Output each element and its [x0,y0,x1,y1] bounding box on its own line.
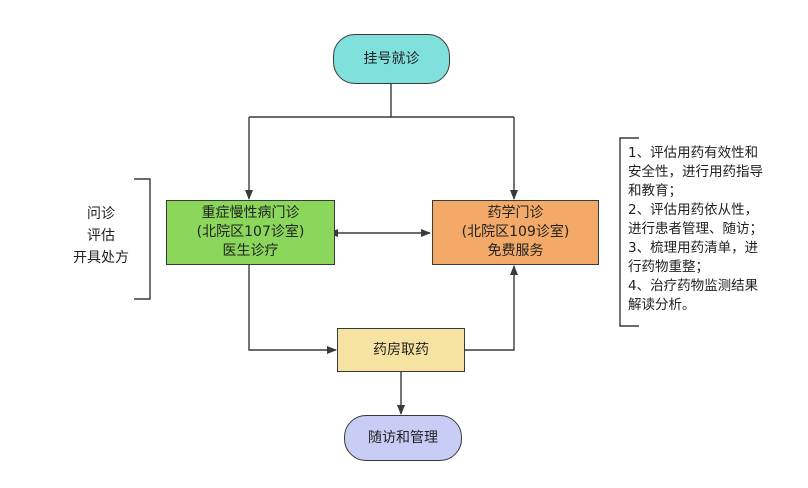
dispensary-label: 药房取药 [373,341,429,358]
service-line: 3、梳理用药清单，进 [628,240,759,256]
doctor-task-item: 问诊 [87,206,115,222]
doctor-tasks-annotation: 问诊 评估 开具处方 [66,203,136,269]
right-bracket [619,137,639,327]
service-line: 4、治疗药物监测结果 [628,278,759,294]
service-line: 安全性，进行用药指导 [628,164,763,180]
left-bracket [134,178,151,300]
start-node-label: 挂号就诊 [363,50,420,67]
dispensary-node: 药房取药 [337,328,465,372]
pharmacy-clinic-line-3: 免费服务 [487,243,544,259]
service-line: 行药物重整； [628,259,709,275]
pharmacist-services-annotation: 1、评估用药有效性和 安全性，进行用药指导 和教育； 2、评估用药依从性， 进行… [628,144,806,315]
chronic-clinic-line-1: 重症慢性病门诊 [201,205,300,221]
pharmacy-clinic-node: 药学门诊 (北院区109诊室) 免费服务 [432,200,599,265]
doctor-task-item: 开具处方 [73,250,129,266]
start-node-registration: 挂号就诊 [333,34,450,84]
service-line: 进行患者管理、随访； [628,221,763,237]
doctor-task-item: 评估 [87,228,115,244]
chronic-clinic-line-3: 医生诊疗 [222,243,279,259]
follow-up-label: 随访和管理 [368,429,438,446]
service-line: 和教育； [628,183,682,199]
pharmacy-clinic-line-1: 药学门诊 [487,205,544,221]
arrow-chronic-to-dispensary [248,265,337,354]
service-line: 解读分析。 [628,297,696,313]
service-line: 2、评估用药依从性， [628,202,759,218]
pharmacy-clinic-line-2: (北院区109诊室) [461,224,570,240]
service-line: 1、评估用药有效性和 [628,145,759,161]
chronic-clinic-line-2: (北院区107诊室) [196,224,305,240]
chronic-disease-clinic-node: 重症慢性病门诊 (北院区107诊室) 医生诊疗 [166,200,335,265]
arrow-dispensary-to-pharmacy [465,265,518,351]
follow-up-node: 随访和管理 [344,415,462,461]
